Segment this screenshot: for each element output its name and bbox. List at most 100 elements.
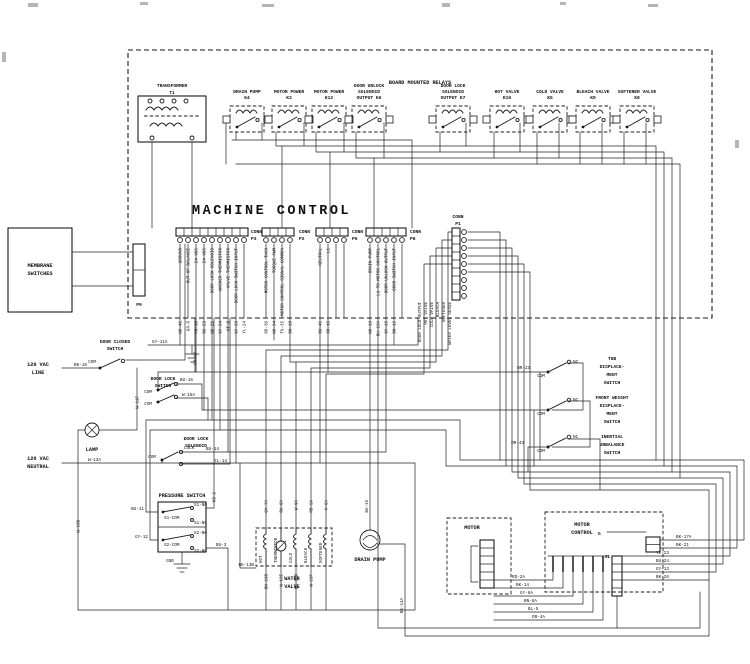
- wire-code: BU-23: [204, 321, 208, 334]
- wire-code: BK-14: [516, 583, 529, 588]
- gnd-label: GND: [166, 559, 174, 564]
- transformer-label: TRANSFORMER: [157, 83, 188, 89]
- motor-control-label: MOTOR: [574, 522, 590, 528]
- relay-name: DRAIN PUMP: [233, 89, 261, 95]
- wire-code: OR-43: [511, 441, 524, 446]
- wire-code: YL-24: [244, 321, 248, 334]
- switch-label: SWITCH: [604, 380, 621, 386]
- water-valve-label2: VALVE: [284, 584, 300, 590]
- wire-code: WH-41: [180, 321, 184, 334]
- relay-name: DOOR LOCK: [441, 83, 466, 89]
- pin-label: MOTOR CONTROL SIGNAL COMMON: [282, 248, 286, 316]
- door-closed-label2: SWITCH: [107, 346, 124, 352]
- connector-p3: CONN P3 GROUND OUT OF BALANCE 24 VDC 24 …: [175, 227, 262, 304]
- com-label: COM: [144, 390, 152, 395]
- valve-element-label: HOT: [260, 555, 264, 563]
- wire-code: YL-14: [214, 459, 227, 464]
- door-closed-label: DOOR CLOSED: [100, 339, 131, 345]
- water-valve-label: WATER: [284, 576, 300, 582]
- page-title: MACHINE CONTROL: [192, 204, 351, 219]
- switch-label: SWITCH: [604, 419, 621, 425]
- wire-code: V-6A: [326, 500, 330, 511]
- connector-p8: CONN P8 DRAIN PUMP L1 TO MOTOR CONTROL D…: [365, 227, 421, 296]
- conn-label: CONN: [251, 229, 262, 235]
- relay-drain-pump: DRAIN PUMP K4: [222, 89, 272, 133]
- pressure-title: PRESSURE SWITCH: [159, 493, 206, 499]
- pressure-switch: PRESSURE SWITCH S1-COM S1-NO S1-NC S2-CO…: [157, 493, 207, 564]
- pin-label: DRAIN PUMP: [370, 248, 374, 274]
- transformer-id: T1: [169, 90, 175, 96]
- pin-label: COLD VALVE: [431, 302, 435, 328]
- wire-code: BK-21: [676, 543, 689, 548]
- board-relays-note: BOARD MOUNTED RELAYS: [389, 80, 451, 86]
- wire-code: RD-2A: [512, 575, 525, 580]
- conn-id: P1: [455, 221, 461, 227]
- relay-name: COLD VALVE: [536, 89, 564, 95]
- pin-label: HOT VALVE: [425, 302, 429, 325]
- membrane-label2: SWITCHES: [28, 271, 53, 277]
- vac-line-1: 120 VAC: [27, 362, 49, 368]
- lock-label: LOCK: [184, 446, 195, 451]
- pin-label: BLEACH: [437, 302, 441, 318]
- relay-id: K5: [547, 95, 553, 101]
- conn-id: P3: [251, 236, 257, 242]
- wire-code: WH-21: [212, 321, 216, 334]
- pin-label: DOOR LOCK SWITCH INPUT: [236, 248, 240, 304]
- pin-label: NEUTRAL: [320, 248, 324, 266]
- valve-element-label: THERMISTOR: [275, 537, 279, 563]
- motor: MOTOR: [446, 517, 512, 595]
- pin-label: DOOR LOCK OUTPUT: [419, 302, 423, 343]
- conn-id: P2: [299, 236, 305, 242]
- wire-code: OR-12: [195, 352, 199, 365]
- wire-code: BN-6A: [524, 599, 537, 604]
- drain-pump: DRAIN PUMP: [354, 529, 386, 563]
- switch-label: UNBALANCE: [600, 442, 625, 448]
- wire-labels: BK-16 GY-11A W-11F OR-12 W-13A W-13B BU-…: [74, 340, 692, 620]
- vac-neutral-label: 120 VAC NEUTRAL: [27, 456, 49, 470]
- valve-element-label: BLEACH: [305, 547, 309, 563]
- pin-label: TORQUE PWM: [274, 248, 278, 274]
- wire-code: BK-16: [74, 363, 87, 368]
- com-label: COM: [88, 360, 96, 365]
- wire-code: GY-15: [386, 321, 390, 334]
- com-label: COM: [148, 455, 156, 460]
- wire-code: BL-5: [528, 607, 539, 612]
- wire-code: BK-13D: [266, 574, 270, 590]
- wire-code: BK-18: [290, 321, 294, 334]
- contact-label: S2-COM: [164, 543, 180, 548]
- wire-code: W-15A: [182, 393, 195, 398]
- wire-code: W-13E: [281, 574, 285, 587]
- relay-name2: SOLENOID: [442, 89, 464, 95]
- relay-id: OUTPUT K7: [441, 95, 466, 101]
- relay-motor-power-2: MOTOR POWER K12: [304, 89, 354, 133]
- door-lock-switch-label: DOOR LOCK: [151, 376, 176, 382]
- wire-code: BU-11: [131, 507, 144, 512]
- membrane-label: MEMBRANE: [28, 263, 53, 269]
- wire-code: BK-26: [656, 575, 669, 580]
- wire-code: WH-13: [370, 321, 374, 334]
- conn-label: CONN: [452, 214, 463, 220]
- relay-id: K10: [503, 95, 512, 101]
- motor-control: MOTOR CONTROL G J1: [544, 511, 664, 597]
- wire-code: GY-13: [656, 567, 669, 572]
- pin-label: DOOR SWITCH INPUT: [394, 248, 398, 291]
- door-lock-switch: DOOR LOCK SWITCH COM COM: [144, 376, 179, 407]
- wire-code: BU-8A: [281, 500, 285, 513]
- switch-label: MENT: [606, 411, 617, 417]
- motor-control-label2: CONTROL: [571, 530, 593, 536]
- contact-label: S1-COM: [164, 516, 180, 521]
- control-board-outline: [127, 49, 713, 319]
- wire-code: GY-7A: [266, 500, 270, 513]
- door-closed-switch: DOOR CLOSED SWITCH COM: [88, 339, 130, 370]
- wire-code: OR-4A: [532, 615, 545, 620]
- wire-code: GY-12: [135, 535, 148, 540]
- switch-label: INERTIAL: [601, 434, 623, 440]
- solenoid-label: DOOR LOCK: [184, 436, 209, 442]
- wire-code: BU-3: [216, 543, 227, 548]
- conn-id: P9: [136, 302, 142, 308]
- switch-label: DISPLACE-: [600, 403, 625, 409]
- pin-label: GROUND: [180, 248, 184, 264]
- nc-label: NC: [573, 435, 579, 440]
- relay-cold-valve: COLD VALVE K5: [525, 89, 575, 133]
- lamp-label: LAMP: [86, 447, 98, 453]
